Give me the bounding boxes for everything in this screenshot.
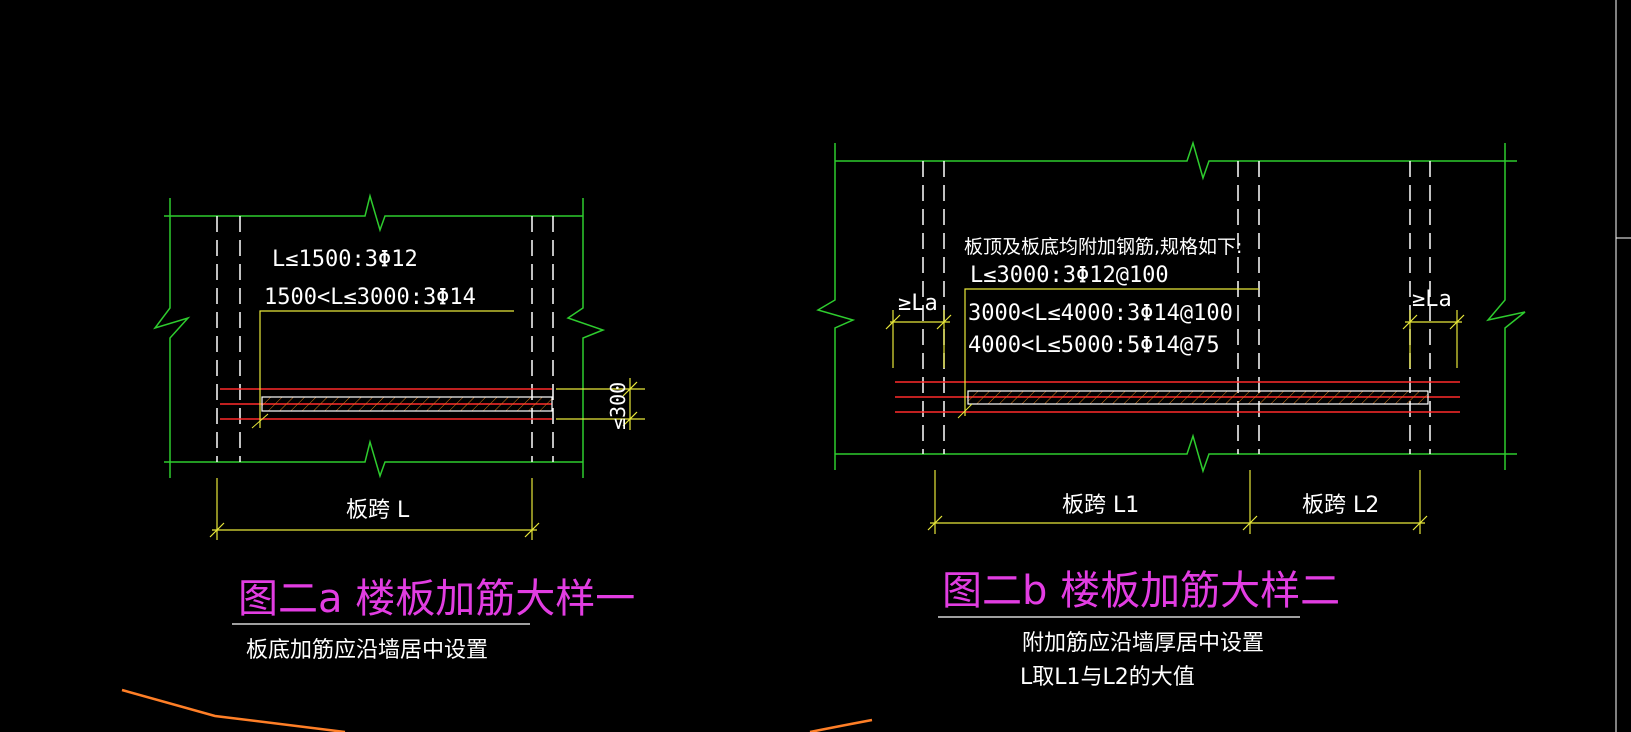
orange-arc <box>121 688 873 732</box>
span-dimension-a <box>209 478 540 540</box>
leader-line-a <box>259 310 514 428</box>
span-dimension-b <box>927 470 1428 534</box>
wall-lines-a <box>216 216 554 462</box>
viewport-edge <box>1615 0 1631 732</box>
rule-b-1: L≤3000:3Φ12@100 <box>970 263 1169 288</box>
anchor-dimension-right <box>1402 310 1465 368</box>
detail-a[interactable]: L≤1500:3Φ12 1500<L≤3000:3Φ14 ≤300 板跨 L 图… <box>153 193 645 663</box>
title-a: 图二a 楼板加筋大样一 <box>238 576 635 622</box>
added-bar-b <box>967 390 1429 405</box>
slab-outline-b <box>816 140 1526 474</box>
span1-label-b: 板跨 L1 <box>1062 493 1139 518</box>
spacing-label-a: ≤300 <box>606 382 630 430</box>
anchor-label-left: ≥La <box>898 291 938 316</box>
rule-b-2: 3000<L≤4000:3Φ14@100 <box>968 301 1233 326</box>
rule-a-2: 1500<L≤3000:3Φ14 <box>264 285 476 310</box>
anchor-dimension-left <box>885 310 952 368</box>
spacing-dimension-a <box>556 378 645 430</box>
leader-line-b <box>964 288 1259 416</box>
note-b-1: 附加筋应沿墙厚居中设置 <box>1022 631 1264 656</box>
note-a: 板底加筋应沿墙居中设置 <box>246 638 488 663</box>
rule-b-heading: 板顶及板底均附加钢筋,规格如下: <box>964 236 1242 258</box>
title-b: 图二b 楼板加筋大样二 <box>942 568 1340 614</box>
rule-b-3: 4000<L≤5000:5Φ14@75 <box>968 333 1220 358</box>
span2-label-b: 板跨 L2 <box>1302 493 1379 518</box>
added-bar-a <box>261 396 553 412</box>
rule-a-1: L≤1500:3Φ12 <box>272 247 418 272</box>
slab-outline-a <box>153 193 606 479</box>
span-label-a: 板跨 L <box>346 498 410 523</box>
detail-b[interactable]: ≥La ≥La 板顶及板底均附加钢筋,规格如下: L≤3000:3Φ12@100… <box>816 140 1526 690</box>
anchor-label-right: ≥La <box>1412 287 1452 312</box>
wall-lines-b <box>922 161 1431 454</box>
note-b-2: L取L1与L2的大值 <box>1020 665 1195 690</box>
